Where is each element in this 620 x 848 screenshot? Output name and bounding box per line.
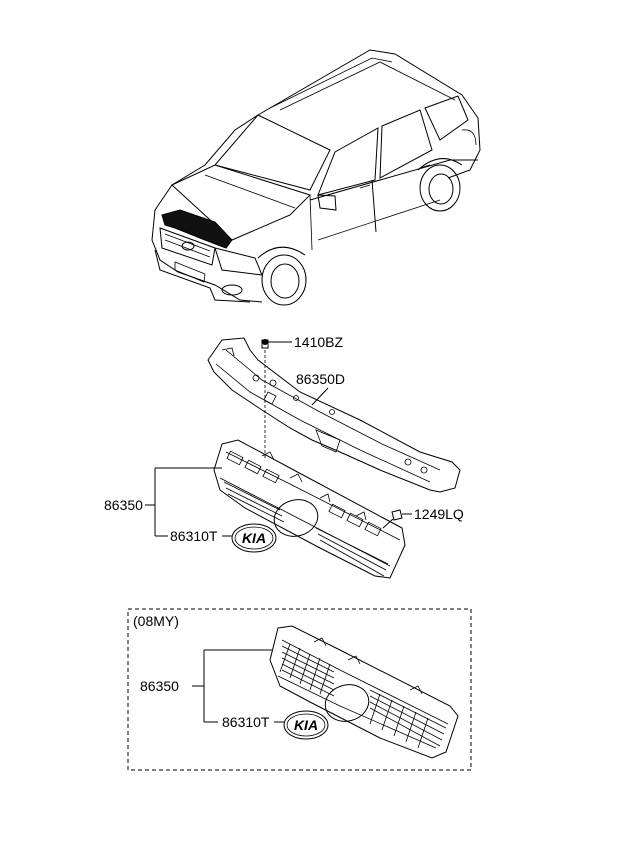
grille-upper-slots <box>226 450 382 537</box>
callout-86310t: 86310T <box>170 528 218 544</box>
emblem-text: KIA <box>242 530 266 546</box>
callout-86350d: 86350D <box>296 371 345 387</box>
callout-1410bz: 1410BZ <box>294 334 343 350</box>
variant-callout-86350: 86350 <box>140 678 179 694</box>
variant-box-08my: (08MY) KIA <box>127 608 472 771</box>
radiator-grille-08my <box>269 625 459 759</box>
emblem-86310t: KIA <box>231 523 277 553</box>
emblem-08my-text: KIA <box>294 717 318 733</box>
screw-1249lq <box>382 509 412 529</box>
variant-title: (08MY) <box>133 613 179 629</box>
radiator-grille-86350 <box>213 439 406 579</box>
emblem-08my: KIA <box>283 710 329 740</box>
grille-lower-slots <box>223 481 389 577</box>
callout-86350: 86350 <box>104 497 143 513</box>
vehicle-illustration <box>151 49 481 306</box>
leader-lines-upper <box>261 339 329 460</box>
cowl-panel-86350d <box>207 337 461 493</box>
leader-bracket-upper <box>145 467 232 537</box>
variant-callout-86310t: 86310T <box>222 714 270 730</box>
grille-mesh <box>279 643 447 749</box>
leader-bracket-lower <box>192 649 284 723</box>
callout-1249lq: 1249LQ <box>414 506 464 522</box>
